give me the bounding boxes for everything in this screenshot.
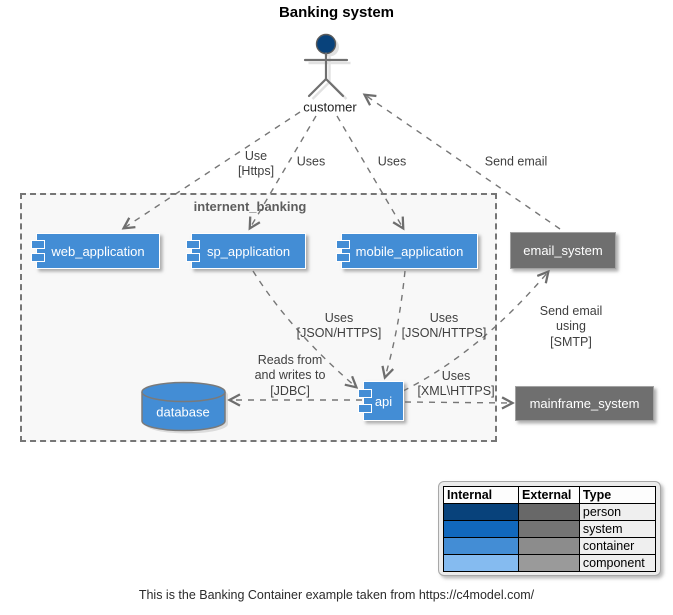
database-cylinder bbox=[141, 381, 228, 434]
edge-label-use-https: Use [Https] bbox=[237, 148, 275, 178]
component-icon bbox=[357, 389, 372, 398]
edge-label-uses-mobile: Uses bbox=[377, 154, 407, 169]
legend-header-type: Type bbox=[578, 486, 657, 504]
component-icon bbox=[185, 253, 200, 262]
node-label: web_application bbox=[51, 243, 145, 259]
component-icon bbox=[335, 240, 350, 249]
edge-customer-to-mobile-application bbox=[336, 115, 403, 228]
legend-swatch-external-component bbox=[518, 554, 580, 572]
component-icon bbox=[30, 240, 45, 249]
actor-customer-label: customer bbox=[303, 99, 357, 115]
edge-label-send-smtp: Send email using [SMTP] bbox=[539, 304, 603, 349]
legend-swatch-external-person bbox=[518, 503, 580, 521]
legend-type-label: person bbox=[578, 503, 657, 521]
node-database-label: database bbox=[156, 404, 210, 420]
actor-customer-icon bbox=[303, 33, 349, 98]
legend-swatch-internal-system bbox=[442, 520, 520, 538]
node-label: api bbox=[374, 393, 393, 409]
legend-row-person: person bbox=[442, 503, 657, 521]
legend-swatch-external-container bbox=[518, 537, 580, 555]
caption-text: This is the Banking Container example ta… bbox=[138, 588, 535, 602]
legend-type-label: component bbox=[578, 554, 657, 572]
diagram-title: Banking system bbox=[278, 4, 395, 21]
edge-label-uses-json-1: Uses [JSON/HTTPS] bbox=[296, 310, 382, 340]
node-mainframe-system: mainframe_system bbox=[515, 386, 654, 421]
legend-swatch-internal-person bbox=[442, 503, 520, 521]
legend-swatch-internal-component bbox=[442, 554, 520, 572]
node-email-system: email_system bbox=[510, 232, 616, 269]
legend-row-component: component bbox=[442, 554, 657, 572]
edge-api-to-email-system bbox=[402, 272, 548, 392]
edge-label-uses-xml: Uses [XML\HTTPS] bbox=[417, 368, 495, 398]
edge-label-uses-json-2: Uses [JSON/HTTPS] bbox=[401, 310, 487, 340]
legend-row-container: container bbox=[442, 537, 657, 555]
edge-mobile-application-to-api bbox=[385, 270, 406, 377]
node-label: mainframe_system bbox=[529, 396, 640, 411]
edge-sp-application-to-api bbox=[252, 270, 356, 387]
legend-type-label: system bbox=[578, 520, 657, 538]
component-icon bbox=[335, 253, 350, 262]
boundary-label: internent_banking bbox=[193, 199, 307, 214]
node-sp-application: sp_application bbox=[185, 233, 306, 269]
edge-label-reads-jdbc: Reads from and writes to [JDBC] bbox=[254, 353, 326, 398]
edge-customer-to-sp-application bbox=[250, 115, 317, 228]
legend-swatch-external-system bbox=[518, 520, 580, 538]
node-api: api bbox=[357, 381, 404, 421]
edge-label-uses-sp: Uses bbox=[296, 154, 326, 169]
edge-label-send-email: Send email bbox=[484, 154, 548, 169]
legend-header-external: External bbox=[518, 486, 580, 504]
legend-table: Internal External Type person system con… bbox=[442, 486, 657, 572]
legend-row-system: system bbox=[442, 520, 657, 538]
component-icon bbox=[185, 240, 200, 249]
legend-swatch-internal-container bbox=[442, 537, 520, 555]
node-label: mobile_application bbox=[355, 243, 464, 259]
component-icon bbox=[30, 253, 45, 262]
node-label: sp_application bbox=[206, 243, 291, 259]
edge-email-system-to-customer bbox=[365, 95, 561, 230]
component-icon bbox=[357, 404, 372, 413]
legend-header-internal: Internal bbox=[442, 486, 520, 504]
edge-api-to-mainframe-system bbox=[404, 402, 512, 403]
legend: Internal External Type person system con… bbox=[438, 481, 661, 576]
node-mobile-application: mobile_application bbox=[335, 233, 478, 269]
node-web-application: web_application bbox=[30, 233, 160, 269]
legend-type-label: container bbox=[578, 537, 657, 555]
node-label: email_system bbox=[523, 243, 603, 258]
